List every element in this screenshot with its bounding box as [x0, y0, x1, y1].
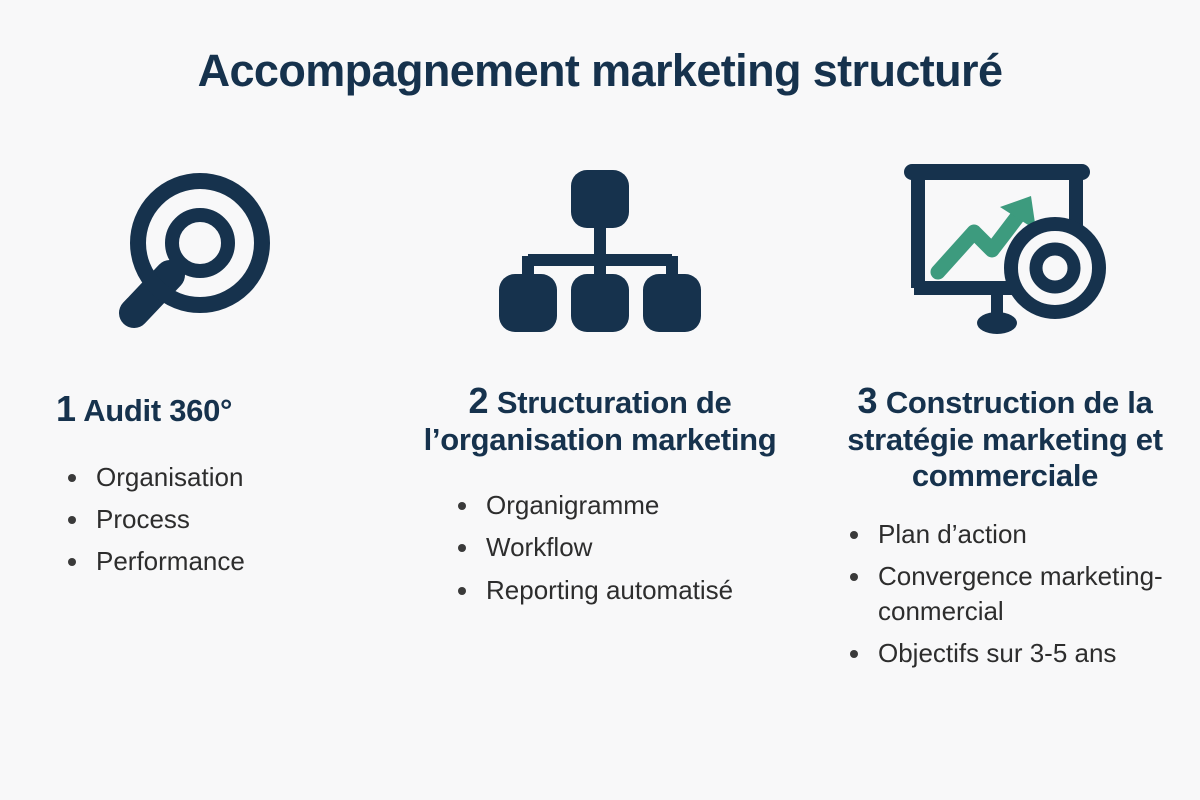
step-heading-3: 3 Construction de la stratégie marketing…: [820, 380, 1190, 495]
step-title-2: Structuration de l’organisation marketin…: [423, 385, 777, 458]
list-item: Objectifs sur 3-5 ans: [840, 636, 1190, 671]
list-item: Process: [58, 502, 380, 537]
step-column-3: 3 Construction de la stratégie marketing…: [800, 160, 1200, 678]
step-column-2: 2 Structuration de l’organisation market…: [400, 160, 800, 615]
step-heading-2: 2 Structuration de l’organisation market…: [420, 380, 780, 458]
list-item: Organisation: [58, 460, 380, 495]
step-column-1: 1 Audit 360° Organisation Process Perfor…: [0, 160, 400, 586]
presentation-growth-target-icon: [820, 160, 1190, 340]
step-bullets-3: Plan d’action Convergence marketing-conm…: [820, 517, 1190, 671]
columns-container: 1 Audit 360° Organisation Process Perfor…: [0, 160, 1200, 678]
step-title-1: Audit 360°: [83, 393, 233, 428]
list-item: Performance: [58, 544, 380, 579]
step-title-3: Construction de la stratégie marketing e…: [847, 385, 1163, 494]
step-number-2: 2: [468, 380, 489, 421]
list-item: Plan d’action: [840, 517, 1190, 552]
org-chart-icon: [420, 160, 780, 340]
step-bullets-2: Organigramme Workflow Reporting automati…: [420, 488, 780, 607]
list-item: Organigramme: [448, 488, 780, 523]
step-heading-1: 1 Audit 360°: [40, 388, 380, 430]
list-item: Workflow: [448, 530, 780, 565]
list-item: Reporting automatisé: [448, 573, 780, 608]
step-number-1: 1: [56, 388, 77, 429]
page-title: Accompagnement marketing structuré: [197, 45, 1003, 96]
step-number-3: 3: [857, 380, 878, 421]
magnifier-target-icon: [40, 160, 380, 340]
step-bullets-1: Organisation Process Performance: [40, 460, 380, 579]
list-item: Convergence marketing-conmercial: [840, 559, 1190, 629]
